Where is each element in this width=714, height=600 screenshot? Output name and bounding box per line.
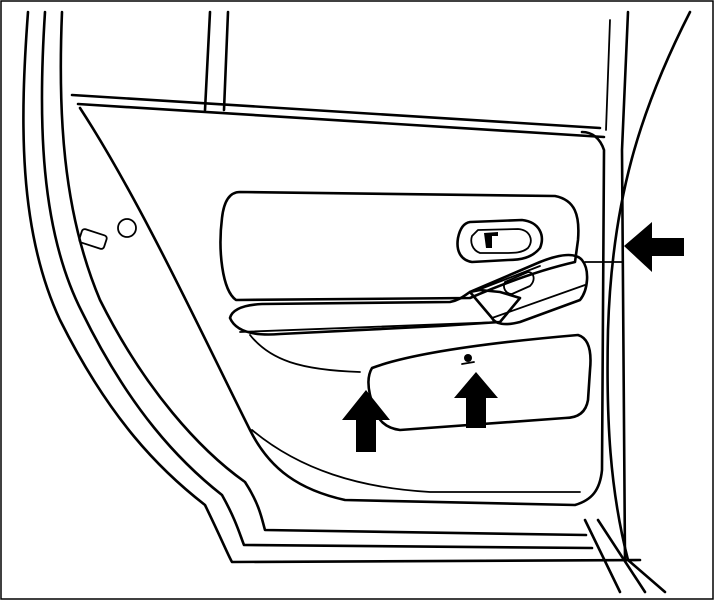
- armrest: [228, 288, 522, 336]
- window-switch-pod[interactable]: [468, 253, 623, 326]
- map-pocket: [249, 333, 592, 432]
- window-switch-button[interactable]: [503, 271, 535, 295]
- door-body-outline: [22, 10, 692, 594]
- arrow-pocket-screw: [454, 372, 498, 428]
- upper-trim-inset: [219, 190, 580, 302]
- arrow-panel-edge: [624, 222, 684, 272]
- trim-panel: [78, 106, 606, 507]
- arrow-pocket-left: [342, 390, 390, 452]
- door-handle[interactable]: [456, 218, 544, 264]
- pocket-screw-icon: [464, 354, 472, 362]
- latch-striker: [78, 218, 137, 250]
- window-frame: [70, 10, 606, 139]
- handle-latch-icon: [484, 232, 498, 248]
